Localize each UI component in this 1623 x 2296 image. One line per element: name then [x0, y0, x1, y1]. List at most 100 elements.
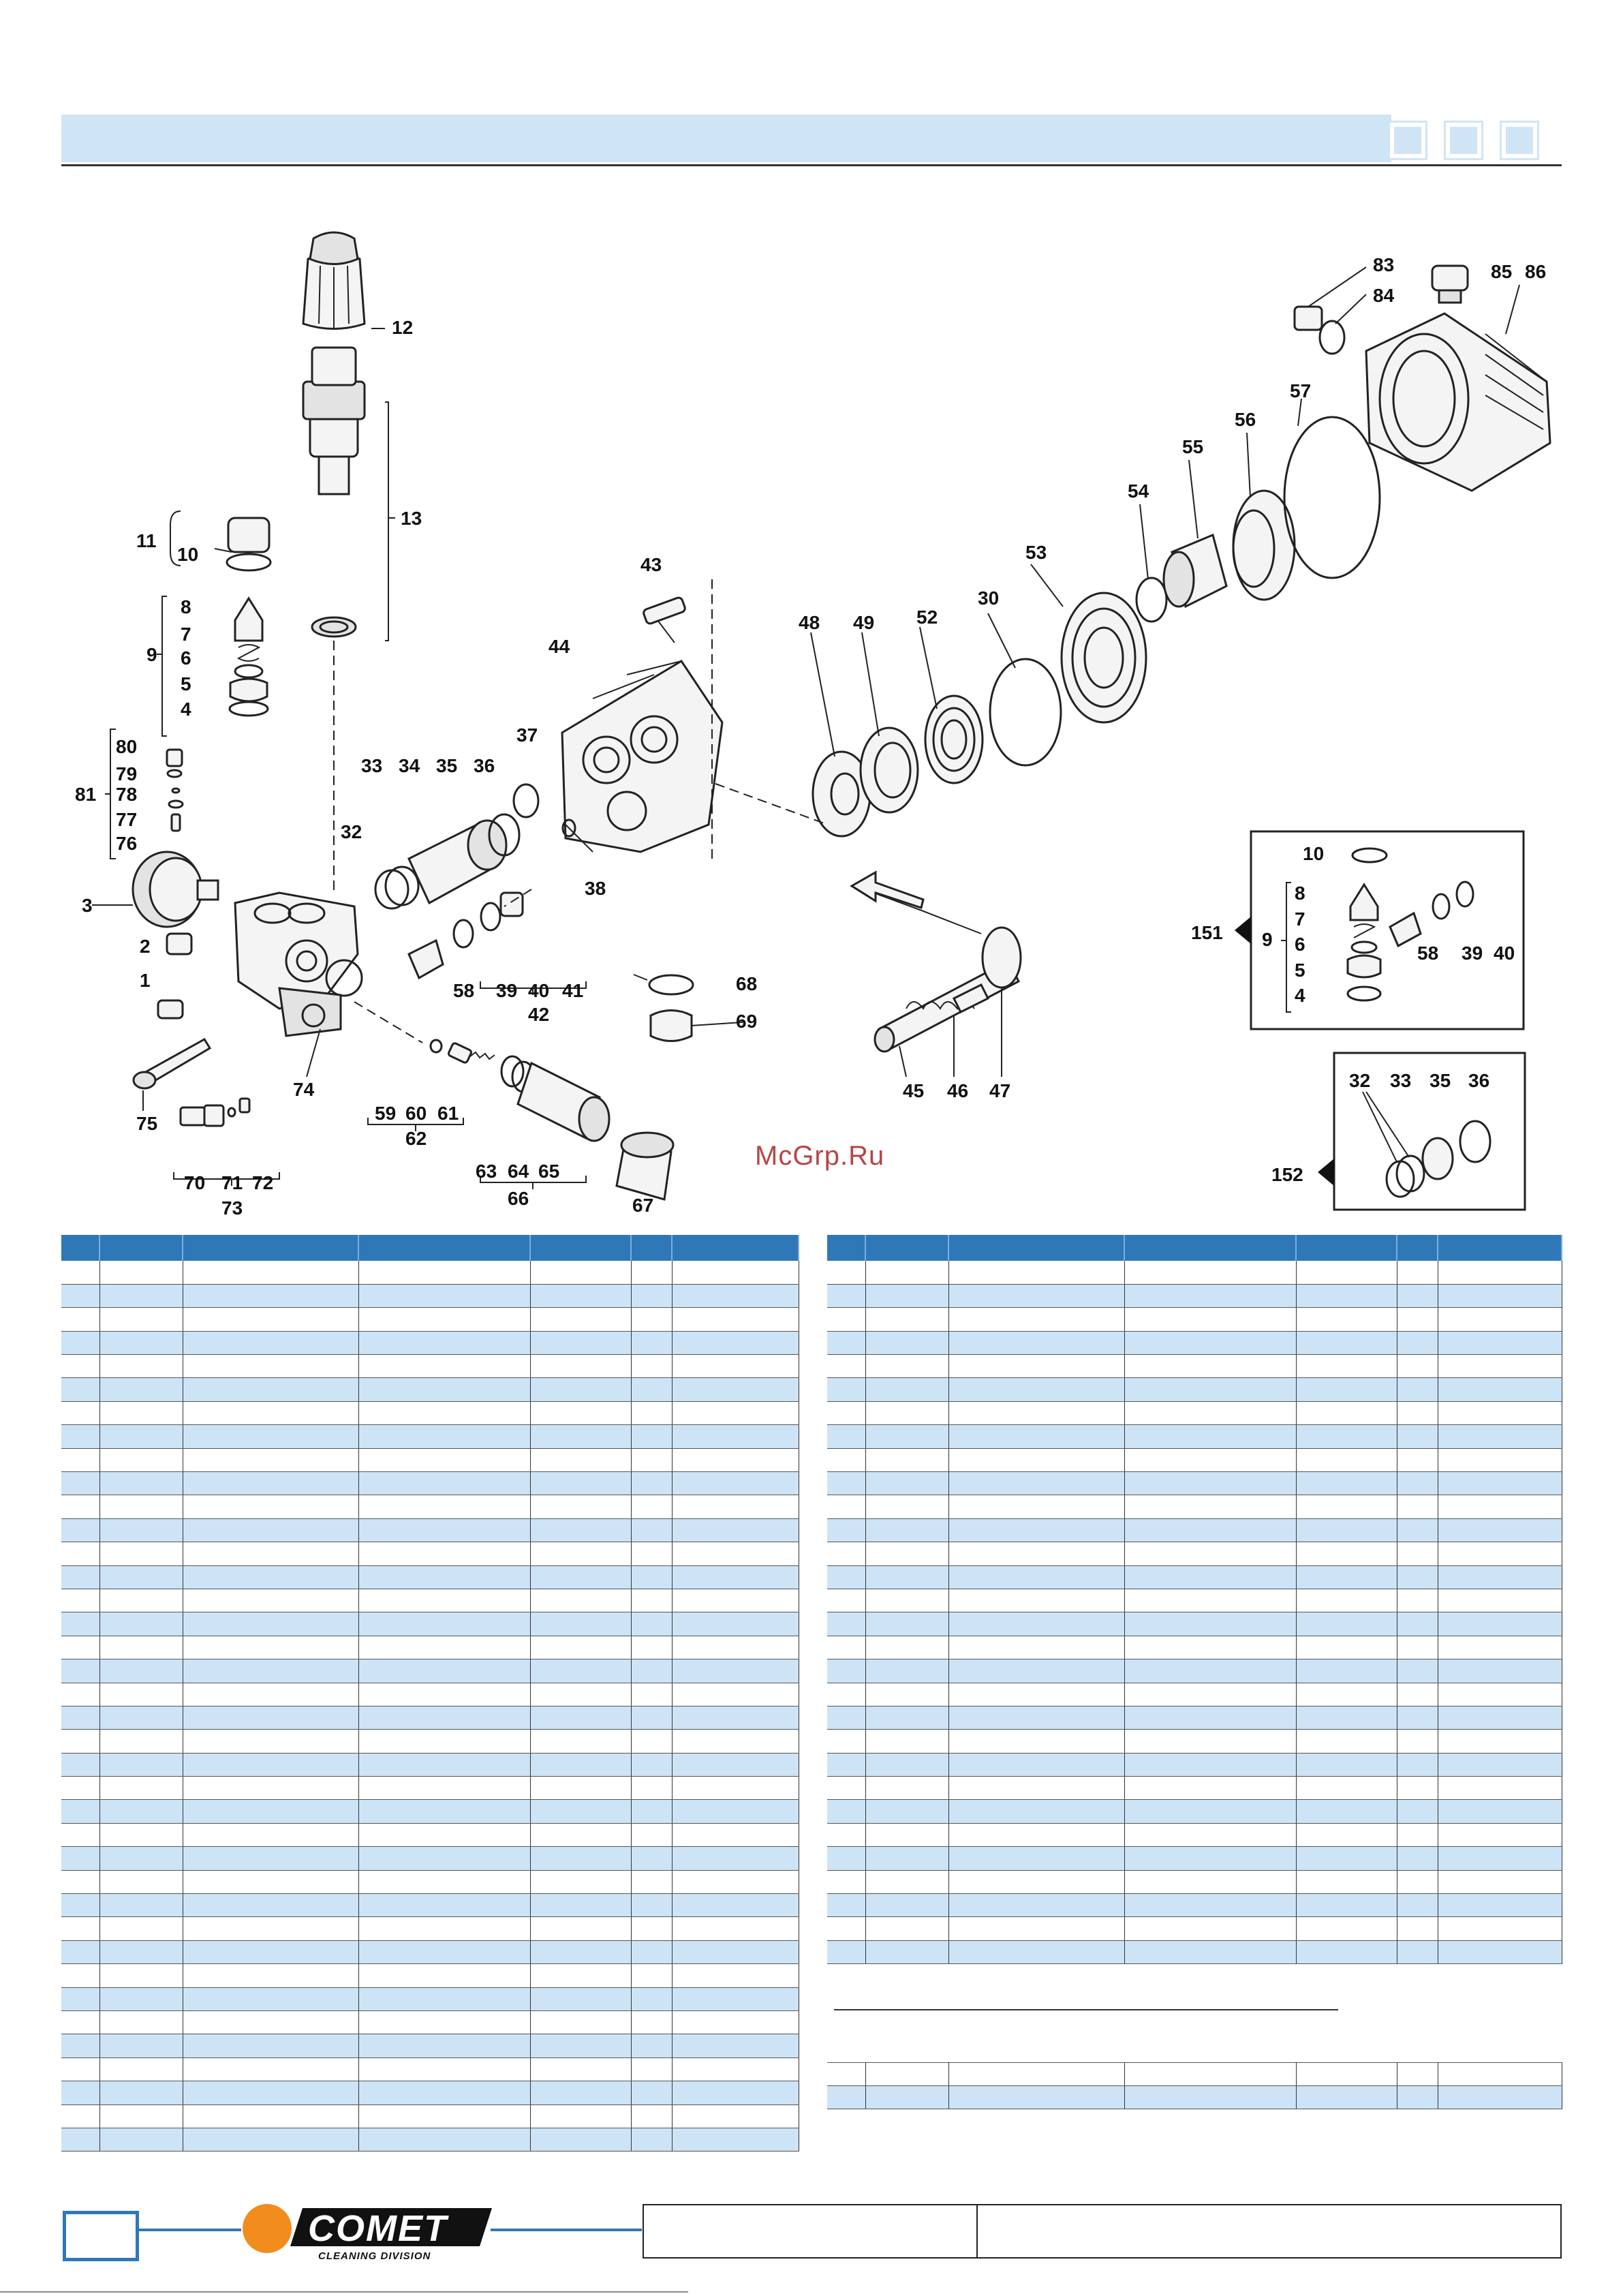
table-cell: [672, 1893, 799, 1918]
table-row: [61, 1612, 799, 1636]
table-cell: [865, 1870, 949, 1895]
table-cell: [827, 1261, 866, 1285]
table-cell: [631, 1799, 673, 1824]
table-cell: [1397, 1870, 1438, 1895]
table-cell: [1124, 1870, 1297, 1895]
table-cell: [358, 1729, 531, 1754]
table-cell: [1124, 1589, 1297, 1613]
pump-manifold: [234, 891, 363, 1037]
table-cell: [631, 1659, 673, 1683]
table-cell: [61, 1377, 100, 1402]
table-cell: [99, 1683, 183, 1706]
table-row: [827, 1823, 1562, 1848]
table-cell: [183, 2034, 359, 2058]
table-cell: [1438, 1799, 1562, 1824]
table-cell: [631, 2128, 673, 2152]
label-69: 69: [736, 1011, 757, 1032]
table-row: [827, 1753, 1562, 1777]
table-cell: [1438, 1870, 1562, 1895]
table-row: [61, 1776, 799, 1801]
arrow-head: [850, 870, 925, 909]
label-37: 37: [516, 724, 538, 746]
part-12-knob: [302, 231, 366, 330]
table-cell: [1296, 1659, 1397, 1683]
label-36: 36: [474, 755, 495, 776]
table-row: [61, 1940, 799, 1965]
parts-table-small: [827, 2062, 1562, 2109]
table-cell: [61, 1823, 100, 1848]
part-44-head: [561, 596, 724, 853]
table-cell: [183, 1424, 359, 1449]
table-cell: [1397, 1495, 1438, 1519]
inset-label-10: 10: [1303, 843, 1324, 864]
label-72: 72: [252, 1172, 273, 1193]
table-cell: [358, 2128, 531, 2152]
table-row: [61, 2081, 799, 2105]
table-cell: [530, 1542, 632, 1566]
table-cell: [183, 1893, 359, 1918]
table-cell: [948, 1377, 1125, 1402]
table-row: [61, 1377, 799, 1402]
table-cell: [61, 1518, 100, 1543]
table-cell: [530, 1659, 632, 1683]
table-cell: [865, 1612, 949, 1636]
table-cell: [948, 1683, 1125, 1706]
table-cell: [99, 1284, 183, 1308]
label-33: 33: [361, 755, 382, 776]
table-header-row: [61, 1235, 799, 1261]
table-row: [61, 1683, 799, 1706]
table-cell: [631, 1706, 673, 1730]
table-cell: [61, 1753, 100, 1777]
table-cell: [183, 2057, 359, 2082]
table-cell: [1124, 1448, 1297, 1473]
table-cell: [827, 1495, 866, 1519]
table-cell: [865, 1518, 949, 1543]
table-cell: [631, 1495, 673, 1519]
table-cell: [1397, 1729, 1438, 1754]
table-row: [827, 1940, 1562, 1965]
table-header-row: [827, 1235, 1562, 1261]
table-cell: [358, 1261, 531, 1285]
label-48: 48: [799, 612, 820, 633]
table-cell: [530, 1753, 632, 1777]
table-row: [827, 1799, 1562, 1824]
table-cell: [631, 1377, 673, 1402]
table-cell: [631, 1636, 673, 1660]
table-cell: [358, 1495, 531, 1519]
table-cell: [183, 1471, 359, 1496]
logo-tagline: CLEANING DIVISION: [318, 2250, 431, 2262]
footer-info-box: [643, 2204, 1562, 2259]
table-row: [827, 1636, 1562, 1660]
table-cell: [1438, 1518, 1562, 1543]
table-cell: [183, 2104, 359, 2128]
label-53: 53: [1025, 542, 1047, 563]
table-cell: [1124, 1565, 1297, 1589]
table-cell: [827, 1916, 866, 1941]
table-cell: [948, 1424, 1125, 1449]
table-cell: [631, 1987, 673, 2012]
table-cell: [530, 1448, 632, 1473]
table-cell: [1296, 1448, 1397, 1473]
table-cell: [1124, 1916, 1297, 1941]
label-11: 11: [136, 530, 157, 551]
table-cell: [99, 1542, 183, 1566]
table-cell: [672, 1542, 799, 1566]
table-cell: [672, 1916, 799, 1941]
table-cell: [1296, 1307, 1397, 1332]
table-cell: [530, 2128, 632, 2152]
table-cell: [61, 1565, 100, 1589]
table-cell: [1296, 1565, 1397, 1589]
label-8: 8: [181, 596, 191, 617]
table-cell: [99, 2057, 183, 2082]
table-cell: [827, 1636, 866, 1660]
table-cell: [99, 1565, 183, 1589]
label-45: 45: [903, 1080, 924, 1101]
table-cell: [827, 1659, 866, 1683]
table-cell: [530, 1729, 632, 1754]
part-1: [157, 999, 184, 1020]
table-row: [61, 1589, 799, 1613]
table-cell: [865, 1261, 949, 1285]
part-13-valve: [302, 346, 366, 638]
table-cell: [631, 2057, 673, 2082]
exploded-diagram: 12 13 11 10 8 7 9 6 5 4 80 79 81 78 77 7…: [0, 170, 1623, 1234]
